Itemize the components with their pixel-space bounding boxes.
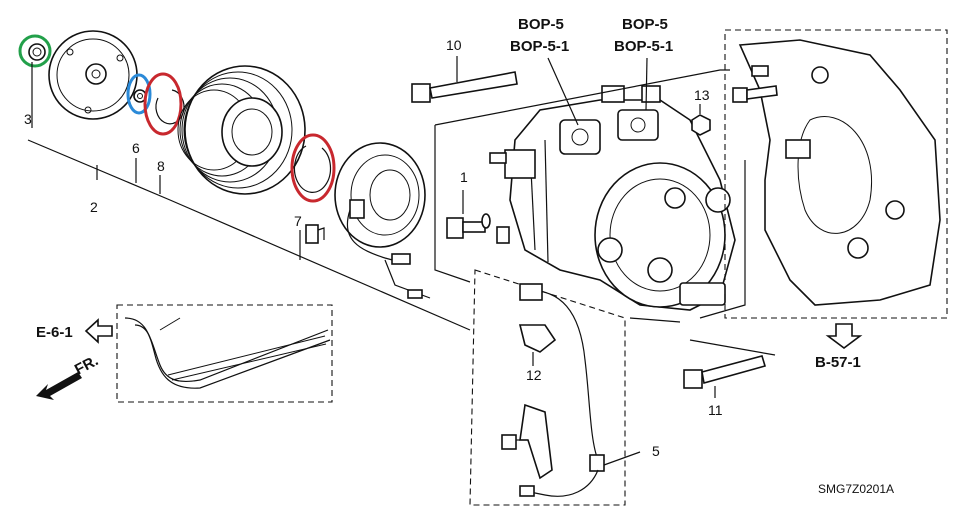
red-highlight-circle-1 — [143, 72, 183, 136]
front-direction-arrow-icon — [36, 372, 82, 400]
connector-clip — [496, 226, 510, 244]
wire-harness — [519, 283, 641, 497]
bracket-frame — [724, 29, 948, 319]
snap-ring-large — [293, 145, 332, 193]
b-57-1-arrow-icon — [825, 323, 863, 349]
ref-bop-5-right: BOP-5 — [622, 16, 668, 33]
ref-b-57-1: B-57-1 — [815, 354, 861, 371]
e-6-1-arrow-icon — [84, 318, 113, 344]
compressor-frame-lines — [434, 69, 746, 323]
callout-12: 12 — [526, 367, 542, 383]
callout-1: 1 — [460, 169, 468, 185]
callout-5: 5 — [652, 443, 660, 459]
callout-2: 2 — [90, 199, 98, 215]
nut-13 — [691, 104, 711, 136]
bolt-1 — [446, 190, 491, 239]
red-highlight-circle-2 — [290, 133, 336, 203]
harness-clip-12 — [518, 324, 557, 366]
clutch-pulley — [177, 65, 306, 195]
bop-left-arrow — [547, 57, 579, 126]
bolt-10 — [411, 56, 518, 103]
compressor-front-shaft — [489, 149, 536, 179]
callout-3: 3 — [24, 111, 32, 127]
compressor-body — [509, 85, 736, 311]
bolt-11 — [683, 339, 776, 398]
ref-e-6-1: E-6-1 — [36, 324, 73, 341]
callout-6: 6 — [132, 140, 140, 156]
clutch-pressure-plate — [48, 30, 138, 120]
harness-frame — [469, 269, 626, 506]
ref-bop-5-left: BOP-5 — [518, 16, 564, 33]
harness-bracket — [501, 403, 553, 480]
belt-inset-frame — [116, 304, 333, 403]
reference-lines — [27, 62, 471, 331]
callout-11: 11 — [708, 402, 723, 418]
ref-bop-5-1-left: BOP-5-1 — [510, 38, 569, 55]
drive-belt — [124, 317, 331, 389]
bracket-bolt — [732, 85, 778, 103]
center-bolt — [28, 43, 46, 61]
blue-highlight-circle — [126, 73, 152, 115]
green-highlight-circle — [18, 34, 52, 68]
compressor-mounting-bracket — [738, 39, 941, 306]
diagram-code: SMG7Z0201A — [818, 482, 894, 496]
callout-7: 7 — [294, 213, 302, 229]
clip-7 — [305, 224, 325, 244]
field-coil — [334, 142, 431, 299]
ref-bop-5-1-right: BOP-5-1 — [614, 38, 673, 55]
callout-13: 13 — [694, 87, 710, 103]
callout-10: 10 — [446, 37, 462, 53]
callout-8: 8 — [157, 158, 165, 174]
